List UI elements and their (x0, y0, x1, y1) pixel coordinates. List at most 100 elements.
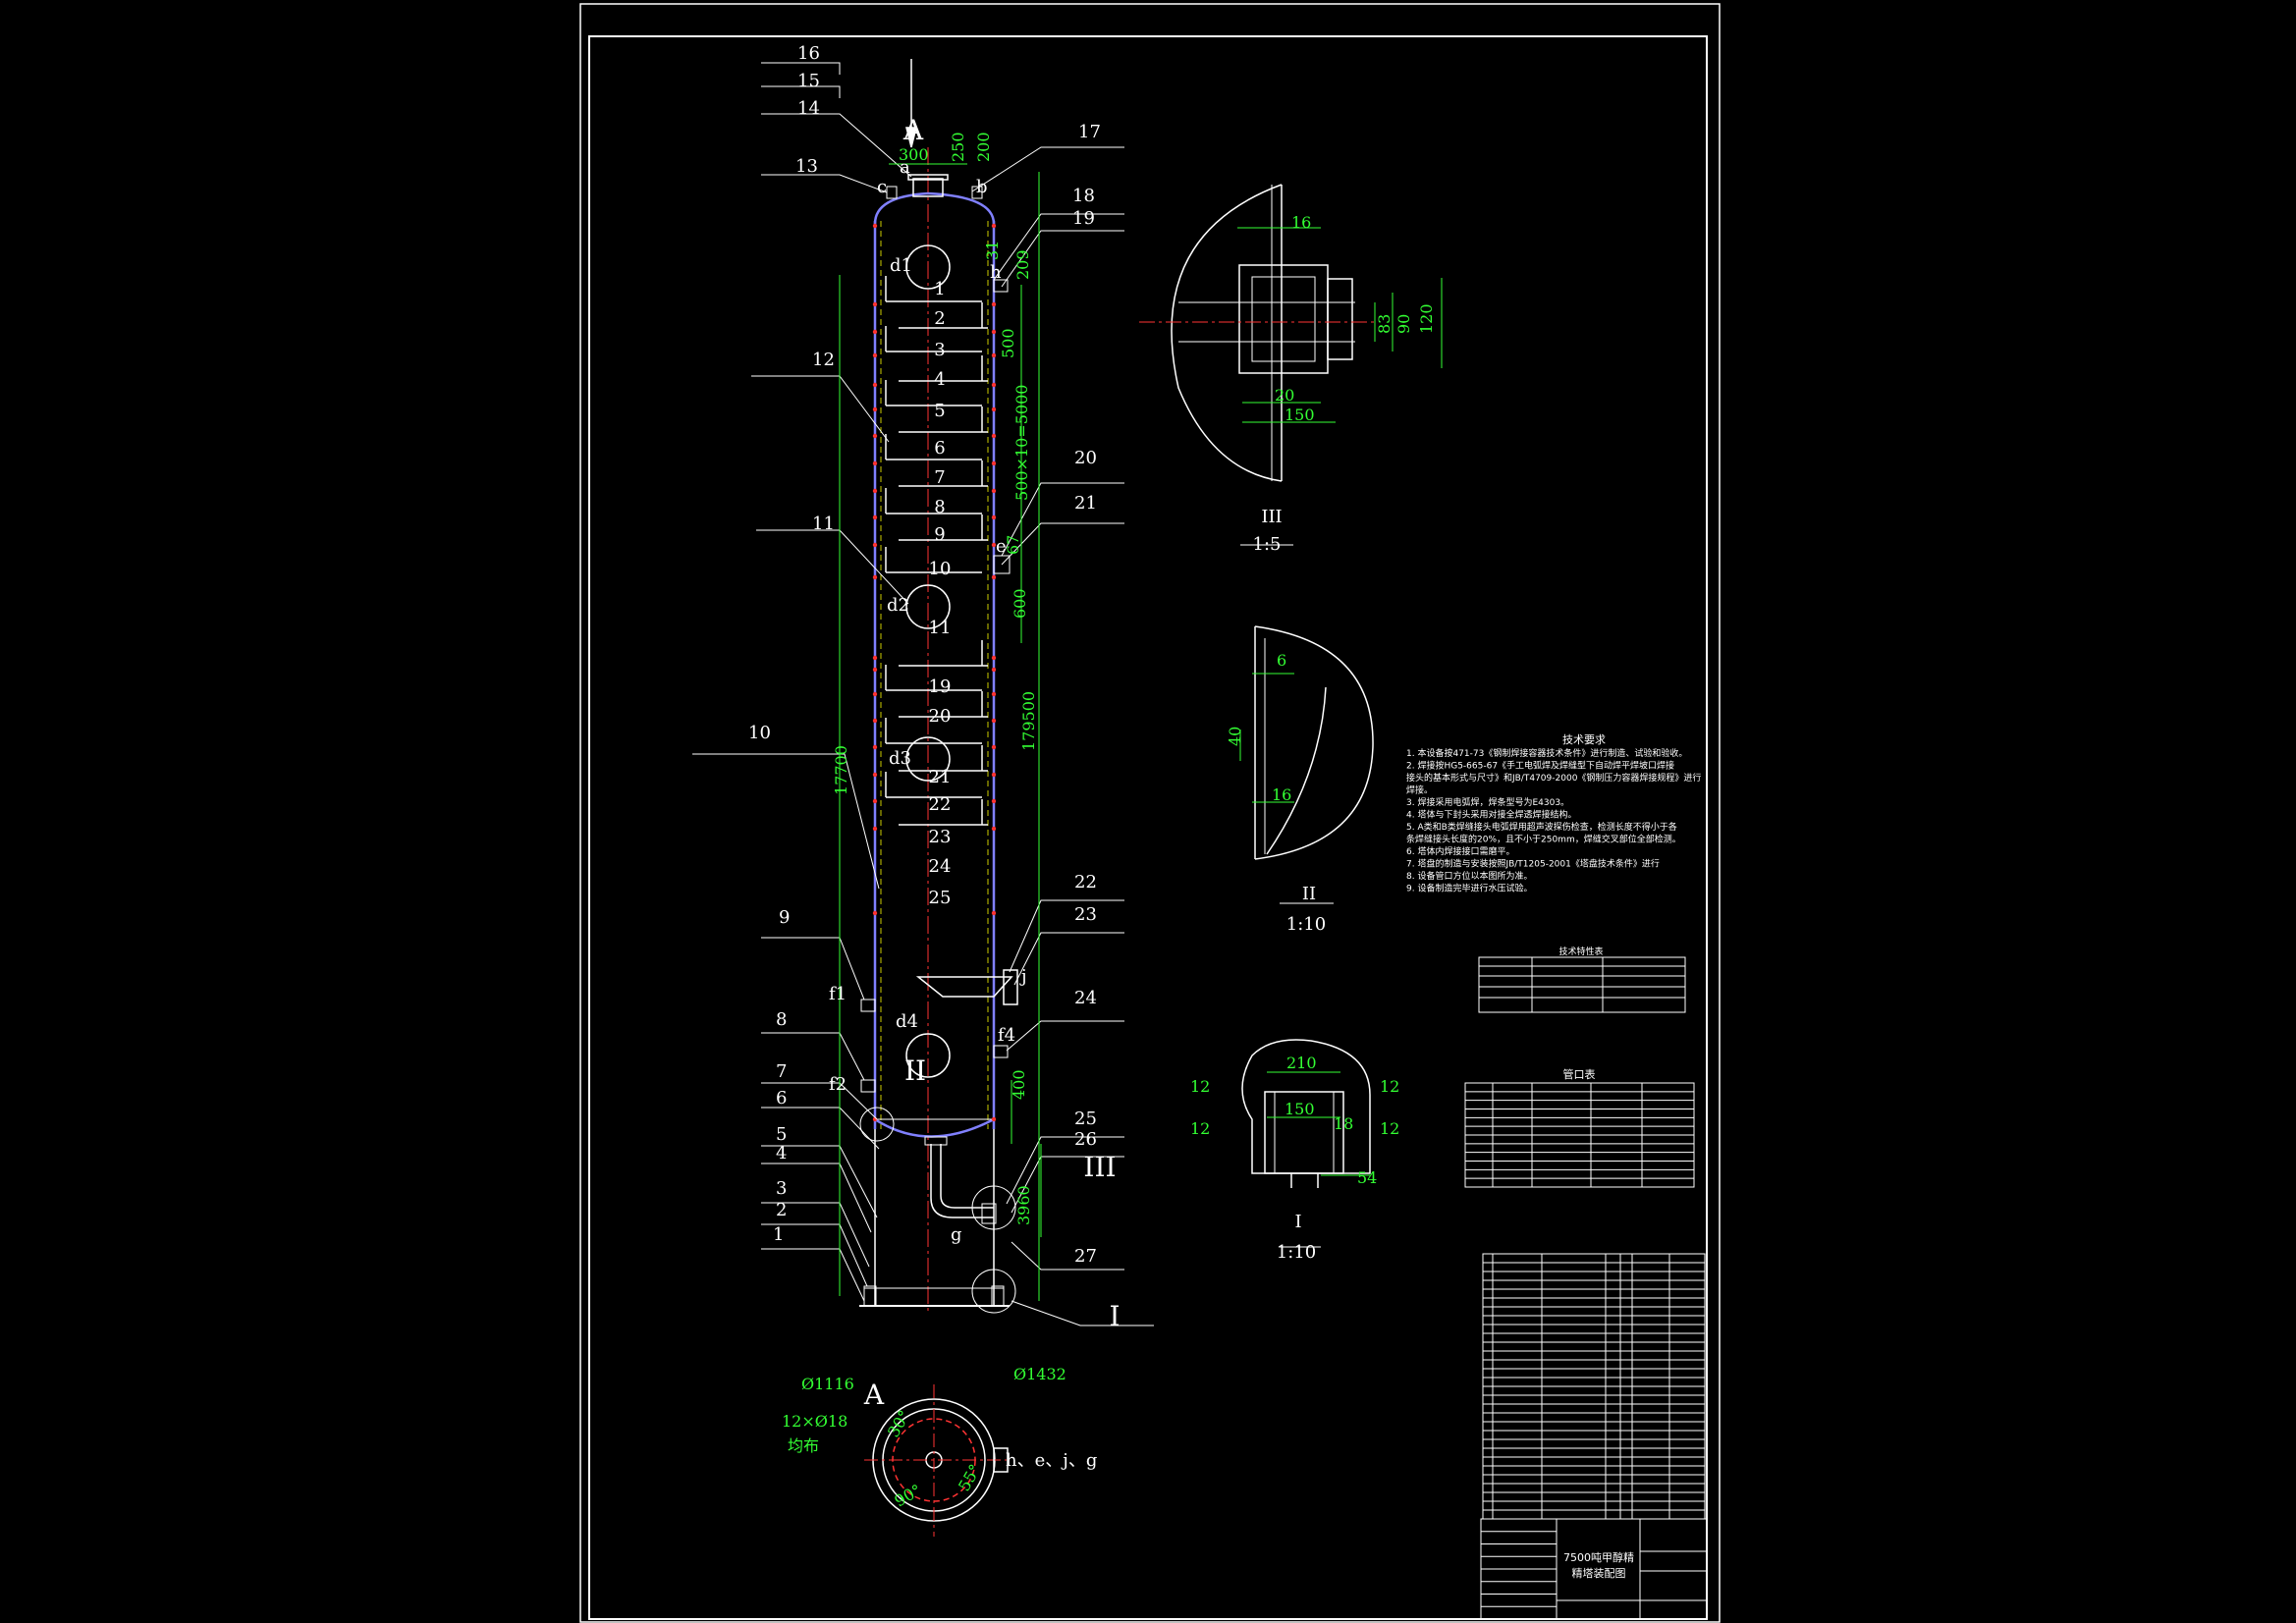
tray-number: 11 (929, 618, 952, 638)
nozzle-a: a (900, 157, 910, 178)
view-scale-iii: 1:5 (1253, 534, 1282, 555)
part-label: 1 (773, 1224, 784, 1245)
parts-list (1482, 1253, 1706, 1520)
dimension-angle30: 30° (884, 1407, 914, 1440)
weld-mark (991, 744, 997, 750)
weld-mark (872, 488, 878, 494)
part-label: 5 (776, 1124, 787, 1145)
view-label-ii: II (1302, 884, 1316, 904)
tech-req-title: 技术要求 (1562, 733, 1606, 746)
nozzle-table (1464, 1082, 1695, 1188)
dimension-d3960: 3960 (1014, 1185, 1033, 1225)
dimension-det-90: 90 (1394, 314, 1413, 334)
tray-number: 6 (934, 438, 945, 459)
dimension-det1-12: 12 (1190, 1077, 1210, 1096)
part-label: 23 (1074, 904, 1097, 925)
dimension-det1-54: 54 (1357, 1168, 1377, 1187)
nozzle-f1: f1 (829, 984, 847, 1004)
left-leaders (692, 62, 912, 1302)
callout-ii: II (904, 1055, 926, 1087)
weld-mark (991, 667, 997, 673)
weld-mark (872, 542, 878, 548)
weld-mark (872, 910, 878, 916)
dimension-holes: 12×Ø18 (782, 1412, 847, 1431)
nozzle-b: b (976, 177, 988, 197)
tech-table-title: 技术特性表 (1558, 946, 1603, 957)
part-label: 7 (776, 1061, 787, 1082)
title-block-name-2: 精塔装配图 (1572, 1567, 1626, 1580)
weld-mark (991, 301, 997, 307)
weld-mark (872, 798, 878, 804)
weld-mark (872, 433, 878, 439)
tech-req-line: 1. 本设备按471-73《钢制焊接容器技术条件》进行制造、试验和验收。 (1406, 747, 1687, 759)
dimension-det1-12: 12 (1380, 1119, 1399, 1138)
nozzle-d3: d3 (889, 748, 911, 769)
weld-mark (872, 691, 878, 697)
view-arrow-a (905, 59, 917, 148)
dimension-det1-210: 210 (1286, 1054, 1317, 1072)
tech-table (1478, 956, 1686, 1013)
weld-mark (991, 542, 997, 548)
dimension-d179500: 179500 (1019, 691, 1038, 751)
nozzle-h: h (990, 262, 1002, 283)
dimension-det2-40: 40 (1226, 727, 1244, 746)
weld-mark (872, 655, 878, 661)
view-scale-ii: 1:10 (1286, 914, 1326, 935)
part-label: 21 (1074, 493, 1097, 514)
nozzle-e: e (996, 536, 1007, 557)
weld-mark (872, 352, 878, 358)
part-label: 15 (797, 71, 820, 91)
dimension-det-83: 83 (1375, 314, 1394, 334)
part-label: 22 (1074, 872, 1097, 893)
tray-number: 2 (934, 308, 945, 329)
callout-i: I (1109, 1300, 1120, 1332)
part-label: 16 (797, 43, 820, 64)
dimension-det1-150: 150 (1285, 1100, 1315, 1118)
weld-mark (991, 910, 997, 916)
tray-number: 20 (929, 706, 952, 727)
part-label: 18 (1072, 186, 1095, 206)
weld-mark (872, 744, 878, 750)
weld-mark (872, 574, 878, 580)
dimension-det-16: 16 (1291, 213, 1311, 232)
tech-req-line: 7. 塔盘的制造与安装按照JB/T1205-2001《塔盘技术条件》进行 (1406, 858, 1660, 870)
weld-mark (991, 488, 997, 494)
part-label: 27 (1074, 1246, 1097, 1267)
sheet-inner-border (588, 35, 1708, 1620)
tray-number: 3 (934, 340, 945, 360)
part-label: 12 (812, 350, 835, 370)
dimension-evenly: 均布 (788, 1436, 819, 1455)
weld-mark (991, 1116, 997, 1122)
part-label: 24 (1074, 988, 1097, 1008)
part-label: 13 (795, 156, 818, 177)
dimension-d300: 300 (899, 145, 929, 164)
weld-mark (872, 826, 878, 832)
part-label: 10 (748, 723, 771, 743)
dimension-phi1116: Ø1116 (801, 1375, 854, 1393)
dimension-d17700: 17700 (832, 745, 850, 795)
dimension-d500x10: 500×10=5000 (1012, 385, 1031, 501)
weld-mark (872, 667, 878, 673)
nozzle-d2: d2 (887, 595, 909, 616)
weld-mark (991, 382, 997, 388)
tech-req-line: 3. 焊接采用电弧焊，焊条型号为E4303。 (1406, 796, 1569, 808)
weld-mark (991, 655, 997, 661)
part-label: 25 (1074, 1109, 1097, 1129)
nozzle-d1: d1 (890, 255, 912, 276)
tray-number: 8 (934, 497, 945, 517)
part-label: 4 (776, 1143, 787, 1163)
dimension-det1-18: 18 (1334, 1114, 1353, 1133)
weld-mark (872, 223, 878, 229)
dimension-r55: 55° (955, 1461, 985, 1494)
right-leaders (971, 146, 1154, 1326)
weld-mark (872, 772, 878, 778)
dimension-d500: 500 (999, 328, 1017, 358)
weld-mark (872, 514, 878, 520)
tech-req-line: 4. 塔体与下封头采用对接全焊透焊接结构。 (1406, 809, 1576, 821)
part-label: 2 (776, 1200, 787, 1220)
part-label: 26 (1074, 1129, 1097, 1150)
tray-number: 19 (929, 676, 952, 697)
part-label: 14 (797, 98, 820, 119)
weld-mark (872, 460, 878, 466)
